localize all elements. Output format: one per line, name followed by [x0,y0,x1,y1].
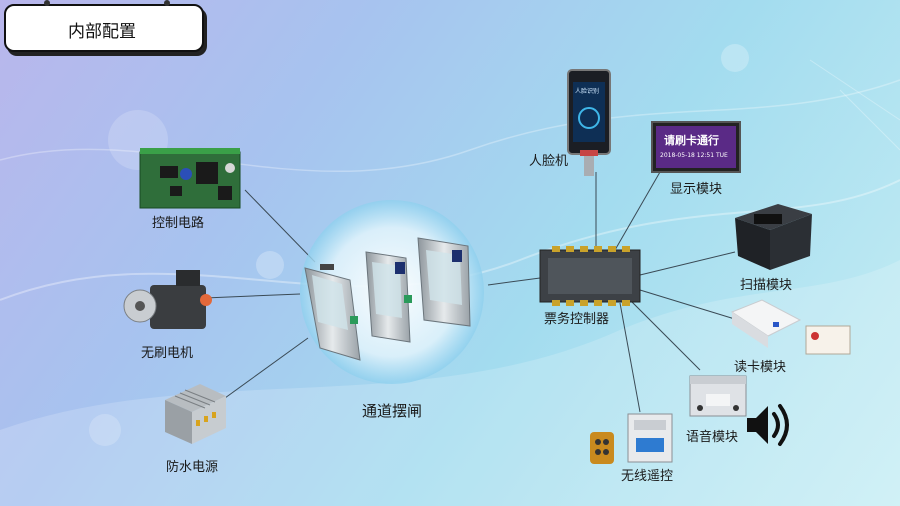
display-screen-text: 请刷卡通行 [664,134,719,147]
label-turnstile: 通道摆闸 [362,402,423,420]
control-circuit-board [139,148,241,209]
label-voice-module: 语音模块 [686,430,739,445]
page-title: 内部配置 [68,22,136,42]
pin-icon [164,0,170,6]
label-power-supply: 防水电源 [166,460,219,475]
display-module [651,121,741,173]
label-display-module: 显示模块 [670,182,723,197]
title-box: 内部配置 [4,0,204,52]
label-wireless-remote: 无线遥控 [621,469,674,484]
scanner-module [735,204,812,270]
waterproof-power-supply [165,384,226,444]
face-recognition-terminal [567,69,611,176]
display-screen-subtext: 2018-05-18 12:51 TUE [660,152,728,159]
voice-module [689,375,747,417]
turnstile-illustration [304,237,471,361]
connector-lines [204,171,739,413]
label-card-reader: 读卡模块 [734,360,787,375]
brushless-motor [123,270,212,329]
label-control-circuit: 控制电路 [152,216,205,231]
face-screen-text: 人脸识别 [575,88,600,95]
pin-icon [44,0,50,6]
card-reader-module [730,299,851,355]
label-ticket-controller: 票务控制器 [544,312,610,327]
wireless-remote [590,413,673,464]
label-brushless-motor: 无刷电机 [141,346,194,361]
label-face-terminal: 人脸机 [529,154,569,169]
label-scanner-module: 扫描模块 [740,278,793,293]
ticket-controller-board [539,246,641,306]
speaker-icon [747,404,789,446]
